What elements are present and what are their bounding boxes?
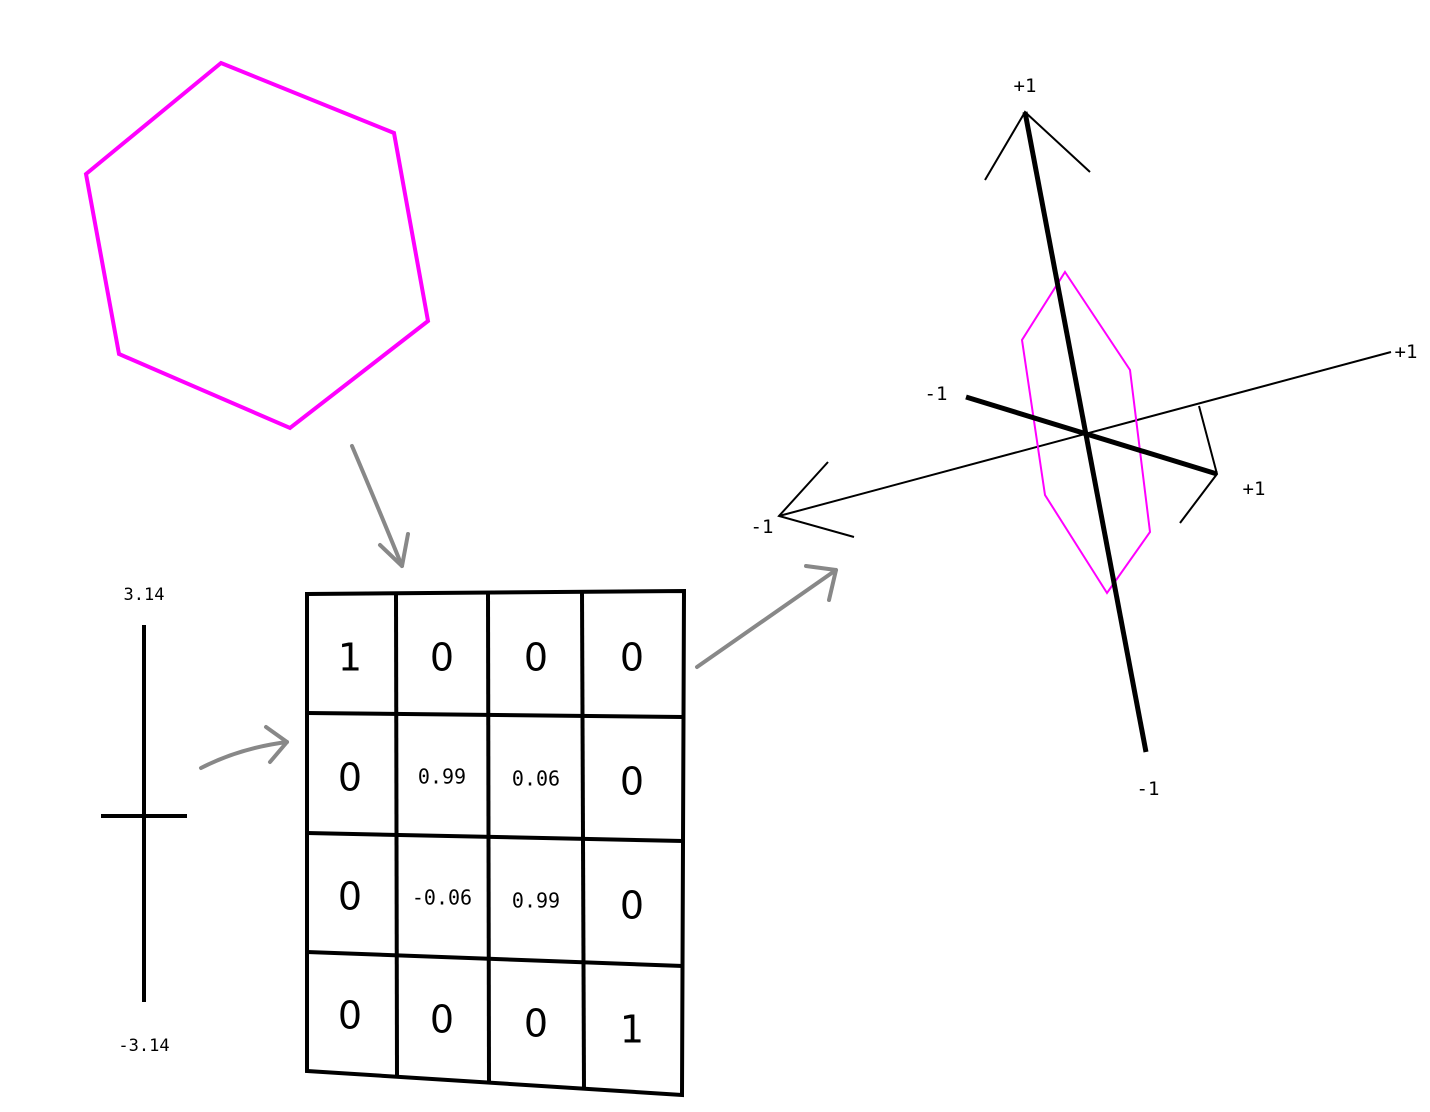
arrow-hexagon-to-matrix bbox=[350, 444, 410, 568]
rotated-hexagon bbox=[1020, 270, 1152, 595]
matrix-cell: 0 bbox=[430, 636, 454, 680]
matrix-col-divider bbox=[486, 592, 491, 1084]
matrix-cell: 1 bbox=[338, 636, 362, 680]
matrix-cell: 0 bbox=[524, 1002, 548, 1046]
z-axis-left-label: -1 bbox=[925, 383, 948, 405]
z-axis-right-label: +1 bbox=[1243, 478, 1266, 500]
angle-slider[interactable]: 3.14 -3.14 bbox=[101, 585, 187, 1056]
matrix-row-divider bbox=[306, 831, 684, 843]
matrix-cell: 0 bbox=[524, 636, 548, 680]
matrix-outline bbox=[305, 588, 687, 1098]
matrix-row-divider bbox=[306, 711, 684, 719]
coordinate-view: +1 -1 +1 -1 -1 +1 bbox=[751, 75, 1418, 800]
matrix-cell: 0.99 bbox=[418, 765, 466, 789]
z-axis-line bbox=[965, 394, 1218, 477]
matrix-row-divider bbox=[306, 950, 684, 968]
matrix-cell: 0.99 bbox=[512, 889, 560, 913]
matrix-cell: 0 bbox=[620, 636, 644, 680]
y-axis-bottom-label: -1 bbox=[1137, 778, 1160, 800]
matrix-col-divider bbox=[580, 591, 586, 1090]
x-axis-left-label: -1 bbox=[751, 516, 774, 538]
x-axis-arrowhead bbox=[777, 461, 855, 538]
y-axis-top-label: +1 bbox=[1014, 75, 1037, 97]
matrix-cell: 0.06 bbox=[512, 767, 560, 791]
matrix-col-divider bbox=[394, 593, 399, 1078]
matrix-cell: 1 bbox=[620, 1008, 644, 1052]
matrix-cell: 0 bbox=[620, 760, 644, 804]
slider-max-label: 3.14 bbox=[124, 585, 165, 605]
matrix-cell: 0 bbox=[338, 994, 362, 1038]
y-axis-arrowhead bbox=[984, 110, 1091, 181]
transformation-matrix: 1 0 0 0 0 0.99 0.06 0 0 -0.06 0.99 0 0 0… bbox=[305, 588, 687, 1098]
slider-min-label: -3.14 bbox=[118, 1036, 169, 1056]
arrow-slider-to-matrix bbox=[199, 725, 289, 770]
matrix-cell: -0.06 bbox=[412, 886, 472, 910]
matrix-cell: 0 bbox=[430, 998, 454, 1042]
arrow-matrix-to-view bbox=[695, 564, 838, 669]
matrix-cell: 0 bbox=[338, 756, 362, 800]
hexagon-shape bbox=[83, 60, 431, 431]
matrix-cell: 0 bbox=[620, 884, 644, 928]
x-axis-right-label: +1 bbox=[1395, 341, 1418, 363]
matrix-cell: 0 bbox=[338, 875, 362, 919]
